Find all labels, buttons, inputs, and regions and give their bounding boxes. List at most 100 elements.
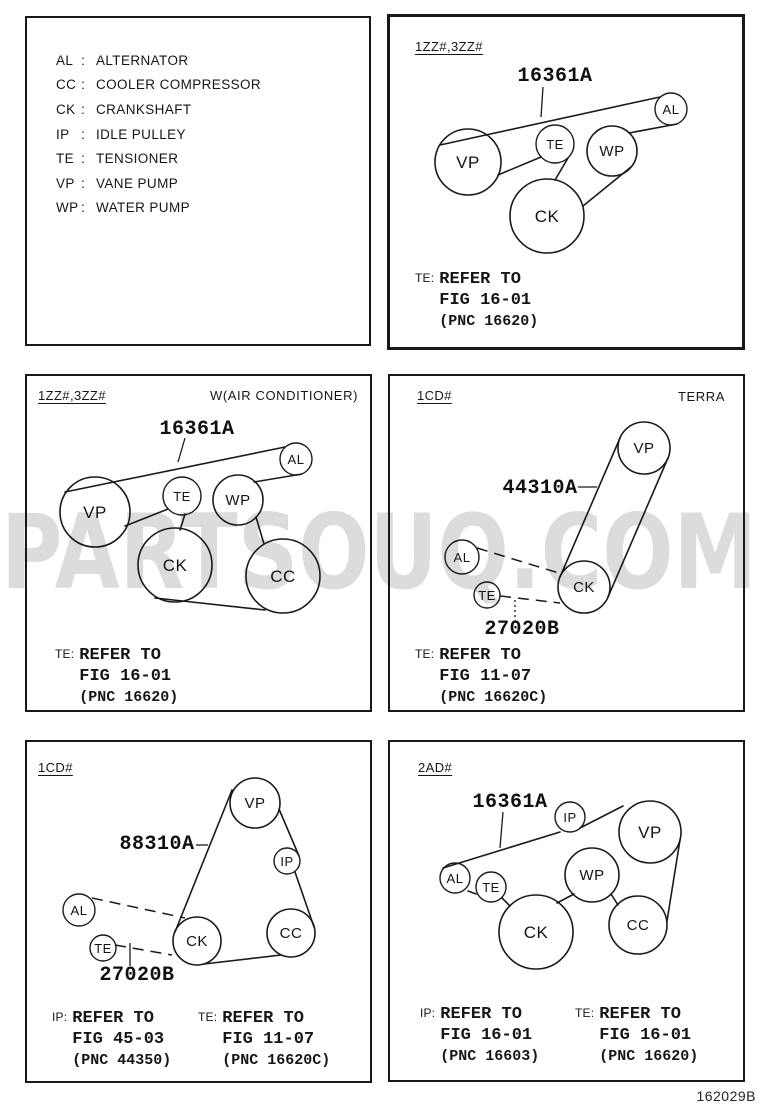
pulley-ip-label: IP [563,810,576,825]
pulley-cc-label: CC [627,917,650,934]
legend-row: VP: VANE PUMP [56,171,261,196]
legend-abbr: WP [56,200,79,216]
part-number-label: 27020B [484,618,559,641]
legend-row: AL:ALTERNATOR [56,48,261,73]
pulley-te-circle [473,581,501,609]
belt-lines [91,789,315,965]
part-number-label: 44310A [502,477,577,500]
pulley-al-circle [62,893,96,927]
note-te: TE: REFER TO FIG 11-07 (PNC 16620C) [198,1008,330,1071]
pulley-cc-label: CC [280,925,303,942]
part-number-label: 27020B [99,964,174,987]
legend-abbr: CK [56,101,76,117]
watermark: PARTSOUQ.COM [0,493,760,615]
note-line: FIG 16-01 [79,667,172,686]
pulley-wp-label: WP [225,492,250,509]
note-line: REFER TO [440,1005,522,1024]
note-line: FIG 16-01 [599,1026,692,1045]
pulley-ck-label: CK [573,579,595,596]
figure-code: 162029B [696,1088,756,1104]
pulley-vp-circle [618,800,682,864]
belt-lines [442,805,681,922]
pulley-ck-circle [509,178,585,254]
pulley-vp-circle [229,777,281,829]
note-line: FIG 11-07 [439,667,532,686]
note-pnc: (PNC 44350) [72,1052,172,1069]
legend-colon: : [81,126,86,142]
pulley-ck-label: CK [186,933,208,950]
pulley-vp-circle [434,128,502,196]
note-line: FIG 45-03 [72,1030,165,1049]
pulley-vp-label: VP [244,795,265,812]
panel-1cd-terra: 1CD# TERRA 44310A 27020B VP AL TE CK TE:… [388,374,745,712]
panel-corner-label: W(AIR CONDITIONER) [209,388,358,403]
note-line: REFER TO [222,1009,304,1028]
pulley-al-label: AL [454,550,471,565]
pulley-te-circle [89,934,117,962]
panel-1zz-3zz: 1ZZ#,3ZZ# 16361A VP TE WP AL CK TE: REFE… [387,14,745,350]
belt-diagram: 16361A IP VP AL TE WP CK CC [439,791,682,970]
note-pnc: (PNC 16603) [440,1048,540,1065]
panel-header: 1ZZ#,3ZZ# [415,39,483,54]
note-prefix: TE: [575,1006,595,1020]
note-prefix: TE: [198,1010,218,1024]
pulley-vp-label: VP [633,440,654,457]
pulley-al-circle [654,92,688,126]
pulley-te-circle [475,871,507,903]
note-prefix: TE: [415,647,435,661]
part-label-leader [499,811,504,849]
pulley-al-label: AL [447,871,464,886]
legend-desc: VANE PUMP [96,175,179,191]
pulley-al-circle [439,862,471,894]
pulley-al-label: AL [71,903,88,918]
legend-desc: CRANKSHAFT [96,101,192,117]
pulley-wp-circle [212,474,264,526]
note-line: REFER TO [439,270,521,289]
note-pnc: (PNC 16620) [599,1048,699,1065]
panel-corner-label: TERRA [677,389,725,404]
pulley-vp-circle [617,421,671,475]
note-prefix: TE: [415,271,435,285]
belt-diagram: 16361A VP TE WP AL CK CC [59,418,321,614]
note-te: TE: REFER TO FIG 16-01 (PNC 16620) [415,269,538,332]
legend-abbr: VP [56,175,75,191]
belt-lines [64,446,303,611]
pulley-al-circle [444,539,480,575]
pulley-te-label: TE [94,941,112,956]
pulley-vp-label: VP [456,153,480,172]
note-te: TE: REFER TO FIG 16-01 (PNC 16620) [55,645,178,708]
pulley-ck-label: CK [535,207,560,226]
part-label-leader [540,86,544,118]
panel-header: 2AD# [418,760,453,775]
legend-row: IP: IDLE PULLEY [56,122,261,147]
pulley-ip-label: IP [280,854,293,869]
pulley-vp-label: VP [83,503,107,522]
pulley-ck-circle [137,527,213,603]
note-pnc: (PNC 16620C) [439,689,548,706]
note-te: TE: REFER TO FIG 16-01 (PNC 16620) [575,1004,698,1067]
panel-2ad: 2AD# 16361A IP VP AL TE WP CK CC IP: REF… [388,740,745,1082]
note-line: REFER TO [72,1009,154,1028]
pulley-al-label: AL [663,102,680,117]
legend-colon: : [81,151,86,167]
legend-abbr: CC [56,77,77,93]
pulley-te-label: TE [482,880,500,895]
legend-colon: : [81,175,86,191]
watermark-text: PARTSOUQ.COM [1,500,757,613]
legend-desc: IDLE PULLEY [96,126,186,142]
panel-header: 1CD# [417,388,452,403]
legend-abbr: IP [56,126,70,142]
note-pnc: (PNC 16620) [79,689,179,706]
pulley-te-label: TE [478,588,496,603]
pulley-cc-circle [608,895,668,955]
pulley-al-label: AL [288,452,305,467]
note-line: FIG 16-01 [439,291,532,310]
watermark-svg: PARTSOUQ.COM [1,493,757,613]
panel-header: 1ZZ#,3ZZ# [38,388,106,403]
legend-desc: COOLER COMPRESSOR [96,77,262,93]
panel-1cd: 1CD# 88310A 27020B VP IP AL TE CK CC IP:… [25,740,372,1083]
pulley-ck-circle [498,894,574,970]
note-pnc: (PNC 16620C) [222,1052,331,1069]
part-number-label: 88310A [119,833,194,856]
note-line: REFER TO [599,1005,681,1024]
